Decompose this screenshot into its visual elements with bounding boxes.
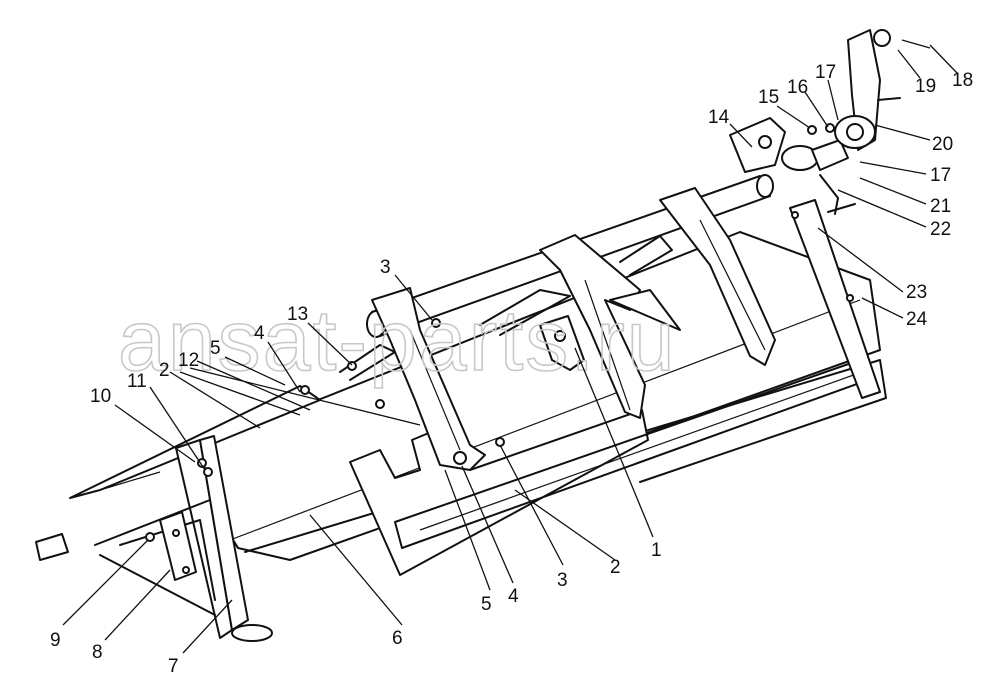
callout-14: 14: [708, 107, 730, 128]
callout-2: 2: [610, 557, 621, 578]
callout-4: 4: [254, 323, 265, 344]
callout-9: 9: [50, 630, 61, 651]
right-end-assembly: [729, 29, 931, 399]
callout-3: 3: [557, 570, 568, 591]
arm-bracket-center: [539, 234, 681, 419]
callout-10: 10: [90, 386, 111, 407]
callout-5: 5: [210, 338, 221, 359]
callout-7: 7: [168, 656, 179, 677]
callout-23: 23: [906, 282, 927, 303]
callout-17: 17: [815, 62, 836, 83]
callout-22: 22: [930, 219, 951, 240]
callout-8: 8: [92, 642, 103, 663]
callout-16: 16: [787, 77, 808, 98]
callout-2: 2: [159, 360, 170, 381]
leader-lines: [62, 44, 959, 654]
callout-12: 12: [178, 350, 199, 371]
callout-4: 4: [508, 586, 519, 607]
link-rods: [339, 235, 673, 381]
end-support-frame: [35, 435, 273, 642]
arm-bracket-right: [659, 187, 776, 366]
callout-13: 13: [287, 304, 308, 325]
callout-6: 6: [392, 628, 403, 649]
callout-17: 17: [930, 165, 951, 186]
callout-24: 24: [906, 309, 928, 330]
callout-11: 11: [127, 371, 147, 392]
callout-5: 5: [481, 594, 492, 615]
callout-19: 19: [915, 76, 936, 97]
callout-20: 20: [932, 134, 953, 155]
callout-21: 21: [930, 196, 951, 217]
callout-1: 1: [651, 540, 662, 561]
watermark: ansat-parts.ru: [118, 293, 677, 389]
callout-15: 15: [758, 87, 779, 108]
callout-labels: 1 2 2 3 3 4 4 5 5 6 7 8 9 10 11 12 13 14…: [50, 62, 973, 677]
arm-bracket-left: [371, 287, 486, 471]
callout-18: 18: [952, 70, 973, 91]
callout-3: 3: [380, 257, 391, 278]
center-bracket: [539, 315, 585, 371]
